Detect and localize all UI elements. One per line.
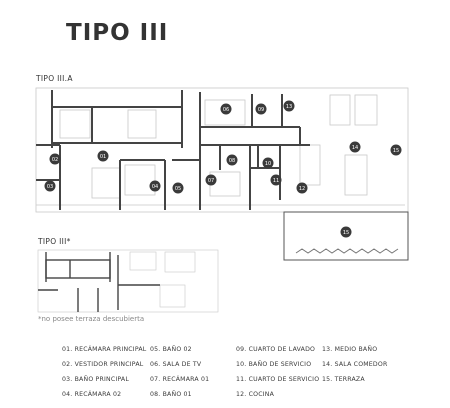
room-marker-15-label: 15 [393,148,399,154]
room-marker-03: 03 [44,180,56,192]
floor-plan-a [35,87,409,213]
room-marker-02-label: 02 [52,157,58,163]
room-marker-11-label: 11 [273,178,279,184]
legend-item: 05. BAÑO 02 [150,346,192,353]
legend-item: 07. RECÁMARA 01 [150,376,210,383]
legend-item: 09. CUARTO DE LAVADO [236,346,316,353]
room-markers: 01 02 03 04 05 06 07 08 09 10 11 12 13 1… [44,100,402,238]
room-marker-15-terrace-label: 15 [343,230,349,236]
legend-item: 11. CUARTO DE SERVICIO [236,376,320,383]
room-marker-09-label: 09 [258,107,264,113]
legend-item: 03. BAÑO PRINCIPAL [62,376,129,383]
room-marker-07: 07 [205,174,217,186]
room-marker-02: 02 [49,153,61,165]
terrace-area [283,211,409,261]
room-marker-11: 11 [270,174,282,186]
room-marker-01: 01 [97,150,109,162]
room-marker-05-label: 05 [175,186,181,192]
room-marker-14-label: 14 [352,145,358,151]
floor-plan-b [37,249,219,313]
room-marker-13-label: 13 [286,104,292,110]
page-title: TIPO III [66,20,169,46]
plan-a-label: TIPO III.A [36,74,73,83]
room-marker-08: 08 [226,154,238,166]
room-marker-08-label: 08 [229,158,235,164]
legend-item: 13. MEDIO BAÑO [322,346,378,353]
floor-plan-a-walls [36,90,310,210]
legend-item: 14. SALA COMEDOR [322,361,388,368]
room-marker-04: 04 [149,180,161,192]
legend-item: 06. SALA DE TV [150,361,202,368]
room-marker-06: 06 [220,103,232,115]
room-marker-06-label: 06 [223,107,229,113]
legend-item: 10. BAÑO DE SERVICIO [236,361,312,368]
room-marker-03-label: 03 [47,184,53,190]
legend-item: 12. COCINA [236,391,275,398]
room-marker-14: 14 [349,141,361,153]
room-marker-12-label: 12 [299,186,305,192]
room-marker-07-label: 07 [208,178,214,184]
plan-b-label: TIPO III* [38,237,71,246]
legend-item: 02. VESTIDOR PRINCIPAL [62,361,144,368]
legend-item: 15. TERRAZA [322,376,365,383]
room-marker-15: 15 [390,144,402,156]
room-marker-09: 09 [255,103,267,115]
legend-item: 04. RECÁMARA 02 [62,391,122,398]
legend-item: 01. RECÁMARA PRINCIPAL [62,346,147,353]
room-marker-10-label: 10 [265,161,271,167]
room-marker-05: 05 [172,182,184,194]
room-marker-15-terrace: 15 [340,226,352,238]
room-marker-01-label: 01 [100,154,106,160]
plan-b-note: *no posee terraza descubierta [38,315,145,323]
room-legend: 01. RECÁMARA PRINCIPAL 02. VESTIDOR PRIN… [62,346,402,406]
room-marker-13: 13 [283,100,295,112]
floor-plan-b-walls [38,252,160,312]
room-marker-04-label: 04 [152,184,158,190]
legend-item: 08. BAÑO 01 [150,391,192,398]
room-marker-10: 10 [262,157,274,169]
room-marker-12: 12 [296,182,308,194]
